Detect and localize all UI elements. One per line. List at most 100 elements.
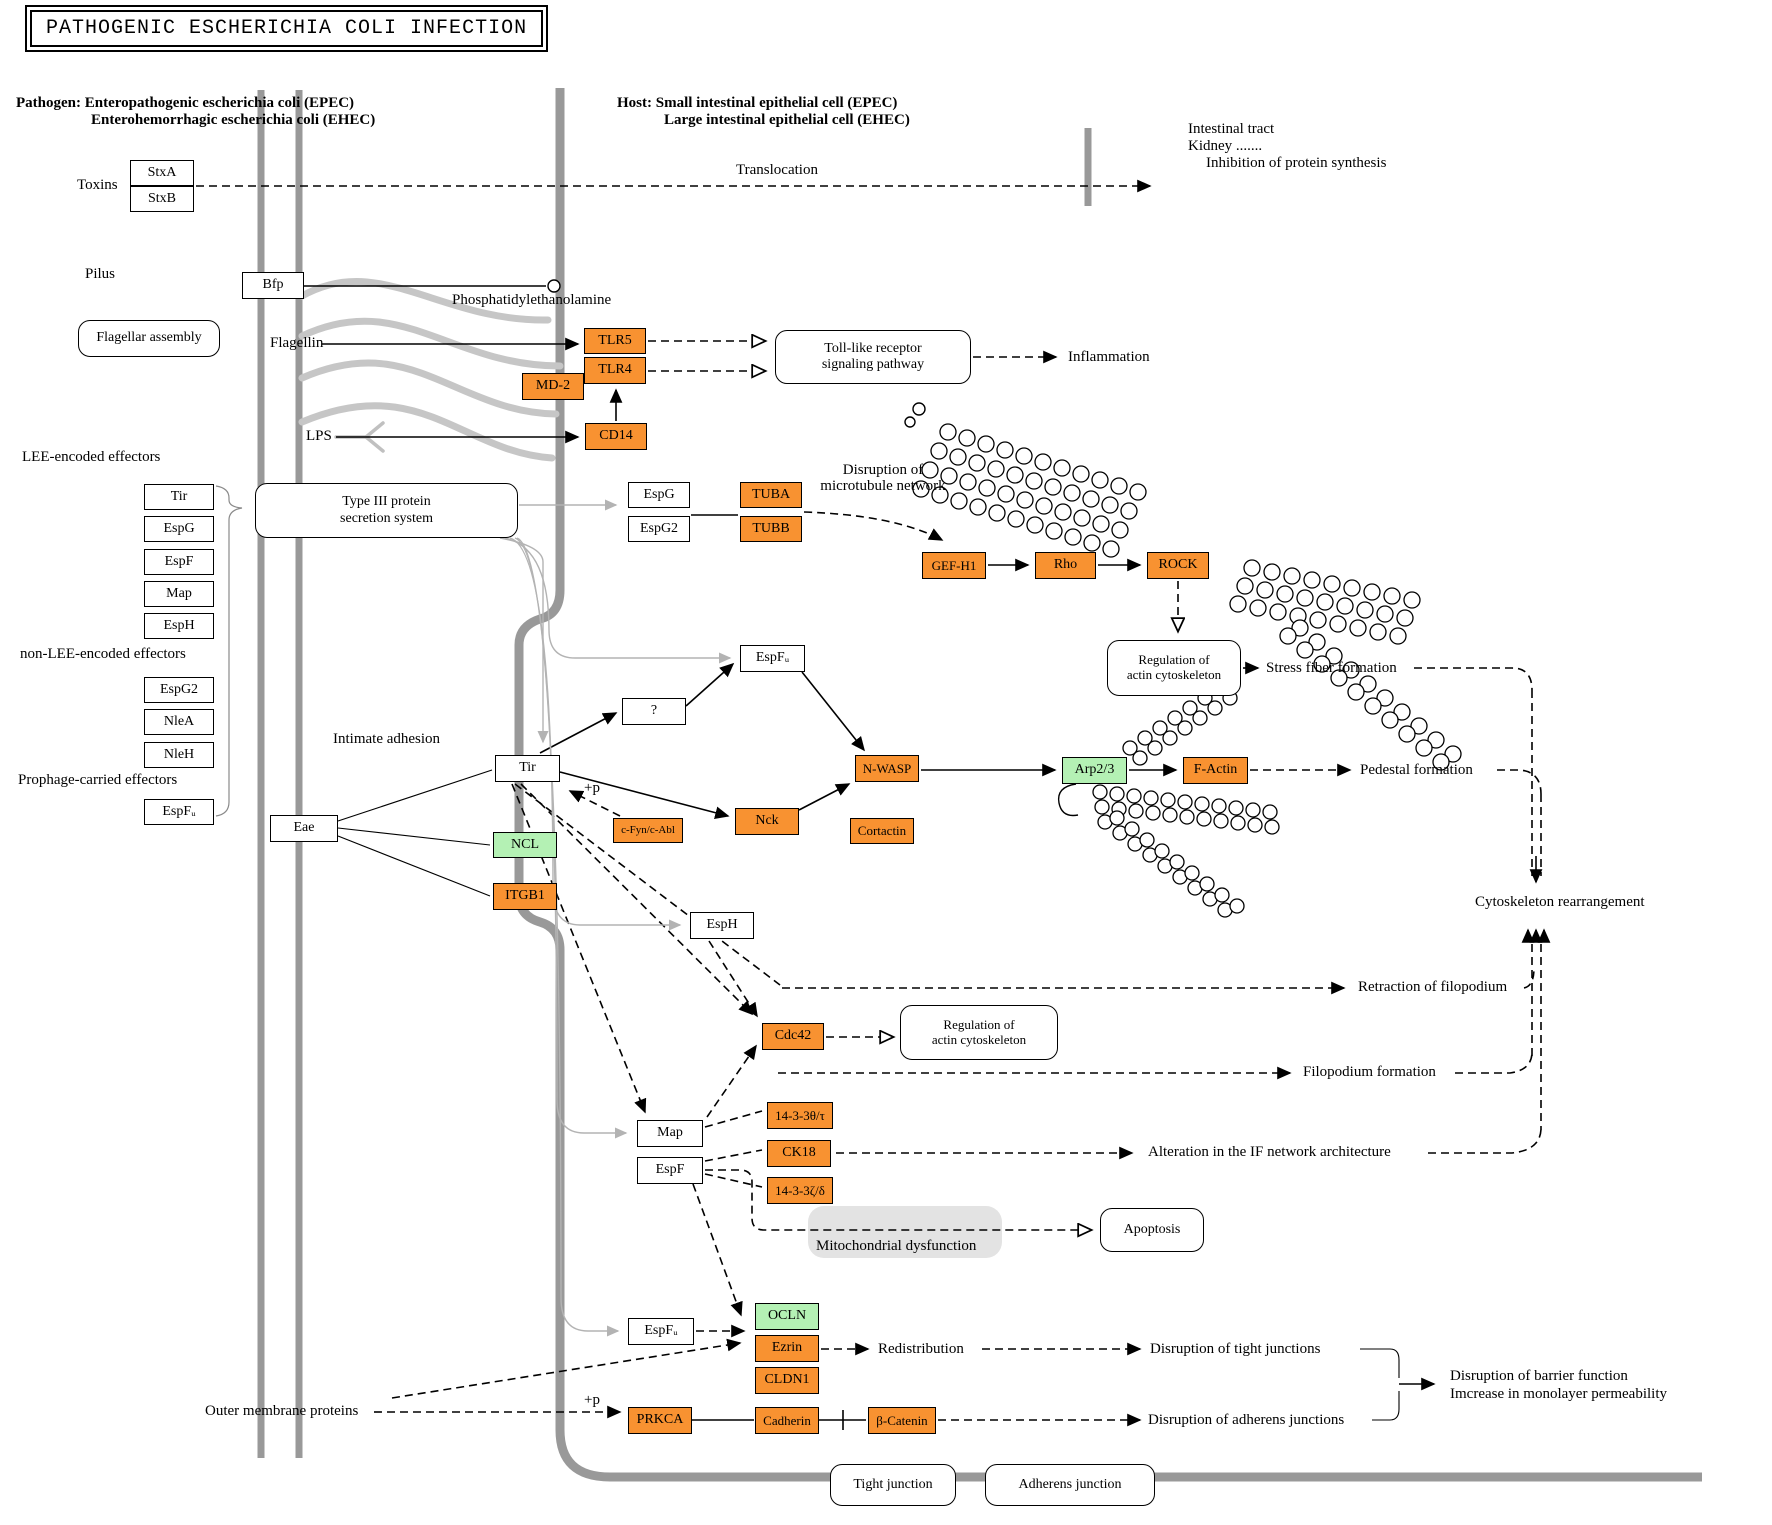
gene-cfyn-cabl[interactable]: c-Fyn/c-Abl — [613, 818, 683, 843]
gene-ncl[interactable]: NCL — [493, 832, 557, 858]
edge-map-1433-theta — [704, 1110, 763, 1128]
gene-rho[interactable]: Rho — [1035, 552, 1096, 579]
edge-espf-apoptosis — [705, 1169, 1090, 1230]
filament-lattice-5 — [1143, 790, 1159, 806]
label-lps: LPS — [306, 428, 332, 444]
gene-espg2[interactable]: EspG2 — [628, 516, 690, 542]
filament-lattice-4 — [1137, 730, 1153, 746]
pathway-t3ss[interactable]: Type III protein secretion system — [255, 483, 518, 538]
gene-nleh-list[interactable]: NleH — [144, 742, 214, 768]
label-alteration-if-network: Alteration in the IF network architectur… — [1148, 1144, 1391, 1160]
gene-rock[interactable]: ROCK — [1147, 552, 1209, 579]
gene-tubb[interactable]: TUBB — [740, 516, 802, 542]
gene-itgb1[interactable]: ITGB1 — [493, 883, 557, 910]
gene-unknown[interactable]: ? — [622, 698, 686, 725]
gene-ezrin[interactable]: Ezrin — [755, 1335, 819, 1362]
pathway-apoptosis[interactable]: Apoptosis — [1100, 1208, 1204, 1252]
gene-tlr4[interactable]: TLR4 — [584, 357, 646, 384]
filament-lattice-1 — [1063, 484, 1081, 502]
filament-lattice-4 — [1207, 700, 1223, 716]
gene-nwasp[interactable]: N-WASP — [855, 755, 919, 782]
gene-gefh1[interactable]: GEF-H1 — [922, 552, 986, 579]
phosphatidylethanolamine-anchor — [547, 279, 561, 293]
gene-tir-list[interactable]: Tir — [144, 484, 214, 510]
edge-t3ss-espfu-mid — [504, 537, 732, 664]
gene-eae[interactable]: Eae — [270, 815, 338, 842]
filament-lattice-4 — [1122, 740, 1138, 756]
filament-lattice-2 — [1283, 567, 1301, 585]
label-filopodium-formation: Filopodium formation — [1303, 1064, 1436, 1080]
gene-nck[interactable]: Nck — [735, 808, 799, 835]
gene-nlea-list[interactable]: NleA — [144, 709, 214, 735]
filament-lattice-3 — [1427, 731, 1445, 749]
pathway-reg-actin-2[interactable]: Regulation of actin cytoskeleton — [900, 1005, 1058, 1060]
gene-ocln[interactable]: OCLN — [755, 1303, 819, 1330]
flagellum-ribbon-4 — [298, 402, 556, 462]
gene-tuba[interactable]: TUBA — [740, 482, 802, 508]
gene-tir[interactable]: Tir — [495, 755, 560, 782]
filament-lattice-1 — [997, 485, 1015, 503]
gene-prkca[interactable]: PRKCA — [628, 1407, 692, 1434]
gene-cortactin[interactable]: Cortactin — [850, 818, 914, 844]
actin-loop-decoration — [1057, 783, 1079, 817]
gene-ck18[interactable]: CK18 — [767, 1140, 831, 1167]
pathway-reg-actin-1[interactable]: Regulation of actin cytoskeleton — [1107, 640, 1241, 696]
gene-1433-zeta-delta[interactable]: 14-3-3ζ/δ — [767, 1177, 833, 1204]
label-outer-membrane-proteins: Outer membrane proteins — [205, 1403, 359, 1419]
pathway-tlr-signaling[interactable]: Toll-like receptor signaling pathway — [775, 330, 971, 384]
gene-espfu-bottom[interactable]: EspFᵤ — [628, 1318, 694, 1345]
gene-esph[interactable]: EspH — [690, 912, 754, 939]
gene-espg2-list[interactable]: EspG2 — [144, 677, 214, 703]
gene-bcatenin[interactable]: β-Catenin — [868, 1407, 936, 1434]
filament-lattice-5 — [1230, 815, 1246, 831]
gene-stxb[interactable]: StxB — [130, 186, 194, 212]
edge-t3ss-tir — [499, 537, 549, 744]
gene-cd14[interactable]: CD14 — [585, 423, 647, 450]
gene-map[interactable]: Map — [637, 1120, 703, 1147]
gene-bfp[interactable]: Bfp — [242, 272, 304, 299]
filament-lattice-1 — [1064, 528, 1082, 546]
label-retraction-filopodium: Retraction of filopodium — [1358, 979, 1508, 995]
edge-eae-ncl — [337, 827, 491, 846]
filament-lattice-1 — [1035, 497, 1053, 515]
filament-lattice-3 — [1347, 683, 1365, 701]
label-disruption-adherens-junctions: Disruption of adherens junctions — [1148, 1412, 1345, 1428]
filament-lattice-6 — [1169, 854, 1185, 870]
label-pathogen-line2: Enterohemorrhagic escherichia coli (EHEC… — [91, 112, 376, 128]
pathway-tight-junction[interactable]: Tight junction — [830, 1464, 956, 1506]
filament-lattice-2 — [1336, 597, 1354, 615]
filament-lattice-1 — [1129, 483, 1147, 501]
filament-lattice-3 — [1364, 697, 1382, 715]
gene-espf-list[interactable]: EspF — [144, 549, 214, 575]
pathway-flagellar-assembly[interactable]: Flagellar assembly — [78, 320, 220, 357]
filament-lattice-2 — [1329, 615, 1347, 633]
filament-lattice-1 — [988, 504, 1006, 522]
gene-arp23[interactable]: Arp2/3 — [1062, 757, 1127, 784]
filament-lattice-5 — [1196, 811, 1212, 827]
filament-lattice-6 — [1199, 876, 1215, 892]
pathway-adherens-junction[interactable]: Adherens junction — [985, 1464, 1155, 1506]
filament-lattice-2 — [1396, 609, 1414, 627]
gene-map-list[interactable]: Map — [144, 581, 214, 607]
edge-tir-cdc42-diag — [520, 783, 754, 1016]
gene-cadherin[interactable]: Cadherin — [755, 1407, 819, 1434]
gene-1433-theta-tau[interactable]: 14-3-3θ/τ — [767, 1102, 833, 1129]
label-monolayer-permeability: Imcrease in monolayer permeability — [1450, 1386, 1667, 1402]
gene-esph-list[interactable]: EspH — [144, 613, 214, 639]
filament-lattice-3 — [1381, 711, 1399, 729]
edge-stress-connector — [1414, 667, 1533, 691]
gene-tlr5[interactable]: TLR5 — [584, 328, 646, 354]
gene-cdc42[interactable]: Cdc42 — [762, 1023, 824, 1050]
flagellum-ribbon-2 — [298, 317, 564, 370]
gene-espg-list[interactable]: EspG — [144, 516, 214, 542]
gene-espf[interactable]: EspF — [637, 1157, 703, 1184]
filament-lattice-5 — [1194, 796, 1210, 812]
gene-espfu-list[interactable]: EspFᵤ — [144, 799, 214, 825]
gene-espg[interactable]: EspG — [628, 482, 690, 508]
gene-stxa[interactable]: StxA — [130, 160, 194, 186]
gene-espfu-mid[interactable]: EspFᵤ — [740, 645, 805, 672]
gene-factin[interactable]: F-Actin — [1183, 757, 1248, 784]
gene-md2[interactable]: MD-2 — [522, 373, 584, 400]
gene-cldn1[interactable]: CLDN1 — [755, 1367, 819, 1394]
filament-lattice-1 — [977, 435, 995, 453]
